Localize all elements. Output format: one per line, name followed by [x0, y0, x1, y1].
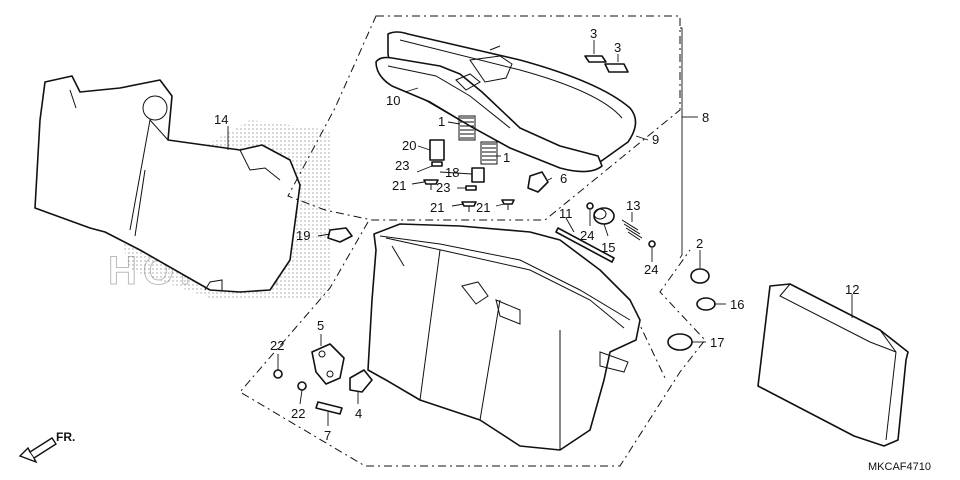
- part-18-collar: [471, 167, 485, 183]
- front-label: FR.: [56, 430, 75, 444]
- front-arrow-icon: [18, 437, 57, 464]
- callout-16: 16: [730, 297, 744, 312]
- part-23-washer-b: [465, 185, 477, 191]
- callout-19: 19: [296, 228, 310, 243]
- callout-22b: 22: [291, 406, 305, 421]
- part-13-spring: [621, 219, 643, 241]
- callout-8: 8: [702, 110, 709, 125]
- callout-13: 13: [626, 198, 640, 213]
- part-4-lock-plate: [349, 369, 373, 393]
- callout-23b: 23: [436, 180, 450, 195]
- callout-24b: 24: [644, 262, 658, 277]
- part-23-washer-a: [431, 161, 443, 167]
- callout-15: 15: [601, 240, 615, 255]
- part-3-emblem-a: [584, 55, 607, 63]
- callout-14: 14: [214, 112, 228, 127]
- part-5-bracket: [311, 343, 345, 385]
- part-2-grommet: [690, 268, 710, 284]
- callout-7: 7: [324, 428, 331, 443]
- callout-3b: 3: [614, 40, 621, 55]
- group-outline-lower: [239, 221, 706, 467]
- main-box-body: [367, 223, 641, 451]
- part-24-clip-b: [648, 240, 656, 248]
- part-24-clip-a: [586, 202, 594, 210]
- bracket-8: [679, 27, 683, 259]
- callout-2: 2: [696, 236, 703, 251]
- part-20-damper: [429, 139, 445, 161]
- part-14-inner-liner: [34, 75, 301, 293]
- part-12-outer-panel: [757, 283, 909, 447]
- callout-9: 9: [652, 132, 659, 147]
- part-16-grommet: [696, 297, 716, 311]
- part-6-latch: [527, 171, 549, 193]
- part-22-screw-b: [297, 381, 307, 391]
- callout-17: 17: [710, 335, 724, 350]
- callout-23a: 23: [395, 158, 409, 173]
- part-7-spring: [315, 401, 343, 415]
- callout-11: 11: [559, 206, 573, 221]
- part-3-emblem-b: [604, 63, 629, 73]
- part-1-spring-upper: [458, 115, 476, 141]
- group-outline-right: [627, 299, 667, 381]
- leader-lines: [227, 87, 853, 426]
- callout-21a: 21: [392, 178, 406, 193]
- callout-10: 10: [386, 93, 400, 108]
- callout-1a: 1: [438, 114, 445, 129]
- callout-1b: 1: [503, 150, 510, 165]
- part-22-screw-a: [273, 369, 283, 379]
- callout-21c: 21: [476, 200, 490, 215]
- part-17-seal: [667, 333, 693, 351]
- part-15-bush: [593, 207, 615, 225]
- callout-5: 5: [317, 318, 324, 333]
- callout-24a: 24: [580, 228, 594, 243]
- callout-numbers: 14 3 3 10 8 9 1 20 1 23 18 6 21 23 21 21…: [214, 26, 859, 443]
- part-10-lid-inner: [375, 56, 603, 173]
- part-11-rod: [555, 227, 615, 263]
- group-outline-upper: [287, 15, 681, 221]
- callout-12: 12: [845, 282, 859, 297]
- callout-22a: 22: [270, 338, 284, 353]
- callout-6: 6: [560, 171, 567, 186]
- callout-18: 18: [445, 165, 459, 180]
- callout-4: 4: [355, 406, 362, 421]
- part-19-pad: [327, 227, 353, 243]
- callout-3a: 3: [590, 26, 597, 41]
- part-21-screws: [423, 179, 515, 212]
- callout-21b: 21: [430, 200, 444, 215]
- part-1-spring-lower: [480, 141, 498, 165]
- diagram-code: MKCAF4710: [868, 461, 931, 473]
- callout-20: 20: [402, 138, 416, 153]
